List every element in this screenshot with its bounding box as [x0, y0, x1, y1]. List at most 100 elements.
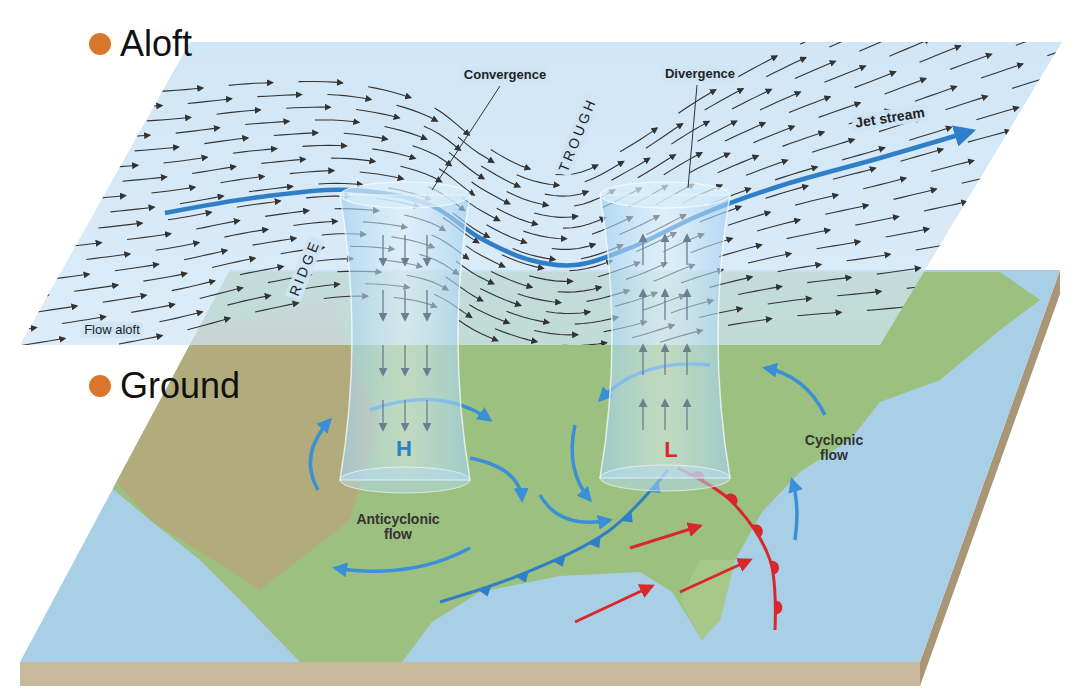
upper-level-plane [20, 42, 1062, 345]
flow-aloft-arrow [954, 216, 997, 224]
flow-aloft-arrow [36, 139, 80, 141]
flow-aloft-arrow [855, 216, 898, 225]
flow-aloft-arrow [472, 182, 510, 204]
flow-aloft-arrow [89, 92, 133, 93]
flow-aloft-arrow [245, 121, 289, 124]
flow-aloft-arrow [800, 25, 840, 44]
flow-aloft-arrow [265, 211, 309, 217]
flow-aloft-arrow [889, 39, 930, 56]
warm-air-arrow [630, 526, 700, 548]
flow-aloft-arrow [156, 243, 199, 251]
flow-aloft-arrow [29, 231, 73, 235]
flow-aloft-arrow [204, 138, 248, 144]
warm-air-arrow [680, 560, 750, 592]
flow-aloft-arrow [611, 158, 649, 180]
flow-aloft-arrow [143, 273, 186, 281]
flow-aloft-arrow [396, 105, 437, 121]
warm-front-symbol [726, 494, 738, 506]
flow-aloft-arrow [894, 189, 937, 199]
flow-aloft-arrow [954, 12, 995, 29]
flow-aloft-arrow [725, 123, 765, 141]
flow-aloft-arrow [53, 183, 97, 186]
bullet-dot [89, 375, 111, 397]
base-slab [20, 662, 920, 686]
flow-aloft-arrow [522, 349, 565, 356]
flow-aloft-arrow [1023, 204, 1066, 212]
flow-aloft-arrow [331, 158, 375, 161]
flow-aloft-arrow [103, 295, 146, 302]
flow-aloft-arrow [127, 234, 171, 240]
flow-aloft-arrow [766, 58, 806, 77]
flow-aloft-arrow [458, 137, 494, 163]
flow-aloft-arrow [372, 149, 415, 159]
flow-aloft-arrow [795, 61, 835, 78]
flow-aloft-arrow [481, 166, 520, 187]
flow-aloft-arrow [229, 83, 273, 86]
flow-aloft-arrow [172, 281, 215, 291]
low-pressure-symbol: L [664, 438, 677, 462]
flow-aloft-arrow [976, 275, 1020, 280]
flow-aloft-arrow [585, 162, 624, 182]
bullet-dot [89, 33, 111, 55]
flow-aloft-arrow [98, 223, 142, 228]
flow-aloft-arrow [469, 305, 509, 323]
flow-aloft-arrow [976, 107, 1018, 119]
flow-aloft-arrow [885, 79, 926, 94]
flow-aloft-arrow [293, 221, 337, 225]
flow-aloft-arrow [534, 331, 578, 335]
flow-aloft-arrow [907, 283, 951, 288]
flow-aloft-arrow [545, 192, 588, 197]
flow-aloft-arrow [732, 89, 771, 109]
flow-aloft-arrow [760, 92, 800, 110]
flow-aloft-arrow [435, 108, 470, 135]
flow-aloft-arrow [534, 213, 578, 217]
air-column [340, 182, 470, 493]
surface-flow-arrow [335, 548, 470, 571]
flow-aloft-arrow [1015, 249, 1059, 255]
flow-aloft-label: Flow aloft [81, 322, 143, 338]
flow-aloft-arrow [864, 0, 904, 15]
flow-aloft-arrow [859, 34, 899, 52]
flow-aloft-arrow [968, 131, 1010, 143]
flow-aloft-arrow [507, 192, 549, 206]
flow-aloft-arrow [920, 46, 961, 62]
flow-aloft-arrow [240, 266, 283, 274]
flow-aloft-arrow [807, 277, 851, 282]
flow-aloft-arrow [200, 288, 243, 299]
flow-aloft-arrow [274, 133, 318, 136]
flow-aloft-arrow [506, 311, 548, 322]
flow-aloft-arrow [915, 87, 956, 102]
flow-aloft-arrow [563, 343, 607, 346]
convergence-label: Convergence [461, 67, 549, 83]
flow-aloft-arrow [227, 295, 270, 305]
flow-aloft-arrow [812, 139, 854, 152]
flow-aloft-arrow [17, 263, 61, 268]
flow-aloft-arrow [110, 207, 154, 212]
flow-aloft-arrow [318, 183, 362, 184]
flow-aloft-arrow [147, 117, 191, 121]
flow-aloft-arrow [184, 250, 227, 259]
cold-front-symbol [516, 571, 529, 582]
flow-aloft-arrow [552, 244, 595, 249]
flow-aloft-arrow [290, 171, 334, 174]
flow-aloft-arrow [817, 242, 860, 249]
flow-aloft-arrow [854, 72, 895, 88]
warm-front-symbol [775, 601, 782, 615]
flow-aloft-arrow [945, 96, 987, 110]
flow-aloft-arrow [495, 329, 537, 342]
flow-aloft-arrow [356, 110, 399, 118]
flow-label: Cyclonic flow [805, 433, 863, 464]
flow-aloft-arrow [863, 178, 906, 189]
flow-aloft-arrow [671, 121, 709, 144]
surface-flow-arrow [310, 420, 330, 490]
flow-aloft-arrow [187, 318, 229, 329]
flow-aloft-arrow [1044, 88, 1084, 100]
flow-aloft-arrow [50, 349, 93, 357]
divergence-label: Divergence [662, 66, 738, 82]
surface-flow-arrow [540, 495, 610, 522]
flow-aloft-arrow [719, 245, 761, 257]
flow-aloft-arrow [58, 243, 102, 248]
flow-aloft-arrow [212, 258, 255, 267]
flow-aloft-arrow [224, 229, 267, 237]
flow-aloft-arrow [491, 272, 532, 288]
